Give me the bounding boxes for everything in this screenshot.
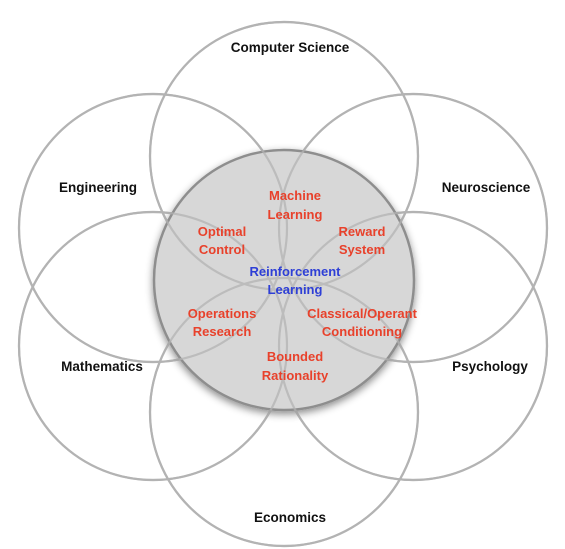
bounded-rationality-label-line2: Rationality bbox=[262, 368, 329, 383]
engineering-label: Engineering bbox=[59, 180, 137, 195]
classical-operant-label-line2: Conditioning bbox=[322, 324, 402, 339]
classical-operant-label-line1: Classical/Operant bbox=[307, 306, 417, 321]
neuroscience-label: Neuroscience bbox=[442, 180, 531, 195]
optimal-control-label-line1: Optimal bbox=[198, 224, 246, 239]
machine-learning-label-line2: Learning bbox=[268, 207, 323, 222]
psychology-label: Psychology bbox=[452, 359, 528, 374]
machine-learning-label-line1: Machine bbox=[269, 188, 321, 203]
core-label-line1: Reinforcement bbox=[249, 264, 341, 279]
reward-system-label-line2: System bbox=[339, 242, 385, 257]
reward-system-label-line1: Reward bbox=[339, 224, 386, 239]
computer-science-label: Computer Science bbox=[231, 40, 350, 55]
operations-research-label-line1: Operations bbox=[188, 306, 257, 321]
operations-research-label-line2: Research bbox=[193, 324, 252, 339]
economics-label: Economics bbox=[254, 510, 326, 525]
mathematics-label: Mathematics bbox=[61, 359, 143, 374]
core-label-line2: Learning bbox=[268, 282, 323, 297]
optimal-control-label-line2: Control bbox=[199, 242, 245, 257]
bounded-rationality-label-line1: Bounded bbox=[267, 349, 323, 364]
